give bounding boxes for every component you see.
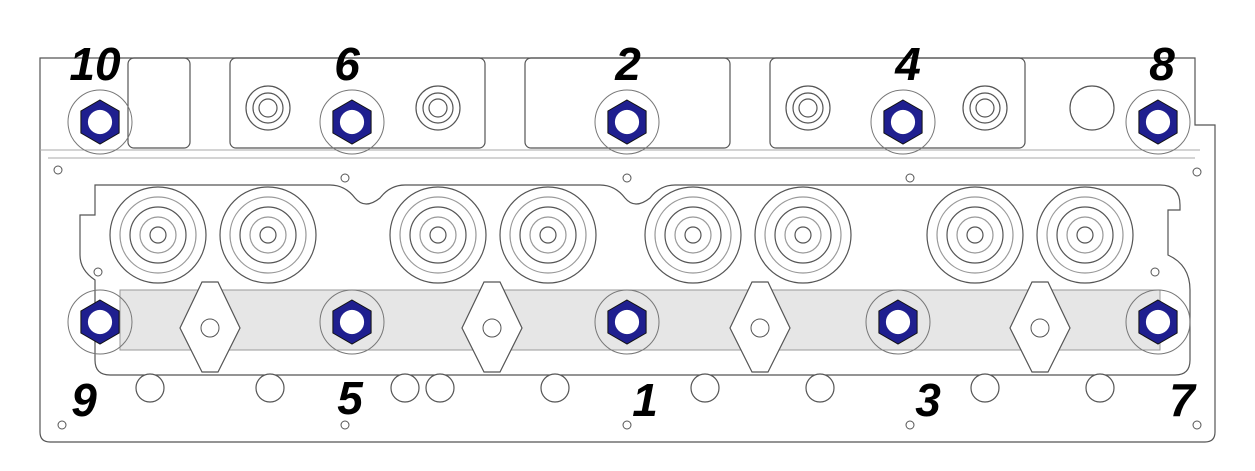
dowel-hole [57, 420, 67, 430]
valve-spring [109, 186, 207, 284]
valve-spring [1036, 186, 1134, 284]
bolt-nut [1125, 89, 1191, 155]
sequence-number: 7 [1169, 374, 1197, 426]
injector-bore [785, 85, 831, 131]
valve-spring [219, 186, 317, 284]
injector-bore [962, 85, 1008, 131]
bolt-nut [865, 289, 931, 355]
oil-hole [390, 373, 420, 403]
dowel-hole [1192, 167, 1202, 177]
dowel-hole [622, 173, 632, 183]
bolt-nut [319, 89, 385, 155]
valve-spring [926, 186, 1024, 284]
bottom-holes [135, 373, 1115, 403]
valve-spring [389, 186, 487, 284]
sequence-number: 4 [894, 38, 921, 90]
sequence-number: 8 [1149, 38, 1175, 90]
valve-gallery-outline [79, 184, 1191, 376]
dowel-hole [905, 173, 915, 183]
dowel-holes [53, 165, 1202, 430]
dowel-hole [93, 267, 103, 277]
bolt-nut [67, 89, 133, 155]
dowel-hole [1150, 267, 1160, 277]
bolt-nut [1125, 289, 1191, 355]
oil-hole [805, 373, 835, 403]
dowel-hole [905, 420, 915, 430]
rocker-pedestal [729, 281, 791, 373]
rocker-pedestals [179, 281, 1071, 373]
bolt-nut [594, 289, 660, 355]
sequence-number: 9 [71, 374, 97, 426]
sequence-number: 5 [337, 372, 364, 424]
rocker-pedestal [1009, 281, 1071, 373]
bolt-nut [319, 289, 385, 355]
head-outline [39, 57, 1216, 443]
valve-spring [499, 186, 597, 284]
bolt-nut [870, 89, 936, 155]
dowel-hole [340, 173, 350, 183]
injector-bore [415, 85, 461, 131]
oil-hole [690, 373, 720, 403]
sequence-number: 6 [334, 38, 360, 90]
dowel-hole [1192, 420, 1202, 430]
dowel-hole [340, 420, 350, 430]
top-pockets [127, 57, 1115, 149]
valve-spring [754, 186, 852, 284]
oil-hole [1085, 373, 1115, 403]
rocker-pedestal [179, 281, 241, 373]
rocker-pedestal [461, 281, 523, 373]
oil-hole [425, 373, 455, 403]
valve-spring [644, 186, 742, 284]
dowel-hole [622, 420, 632, 430]
oil-hole [255, 373, 285, 403]
injector-bore [245, 85, 291, 131]
oil-hole [135, 373, 165, 403]
sequence-number: 1 [632, 374, 658, 426]
oil-hole [540, 373, 570, 403]
valve-springs [109, 186, 1134, 284]
sequence-number: 2 [614, 38, 641, 90]
bolt-nut [67, 289, 133, 355]
dowel-hole [53, 165, 63, 175]
sequence-number: 10 [69, 38, 121, 90]
sequence-number: 3 [915, 374, 941, 426]
oil-hole [970, 373, 1000, 403]
injector-bores [245, 85, 1008, 131]
bolt-nut [594, 89, 660, 155]
